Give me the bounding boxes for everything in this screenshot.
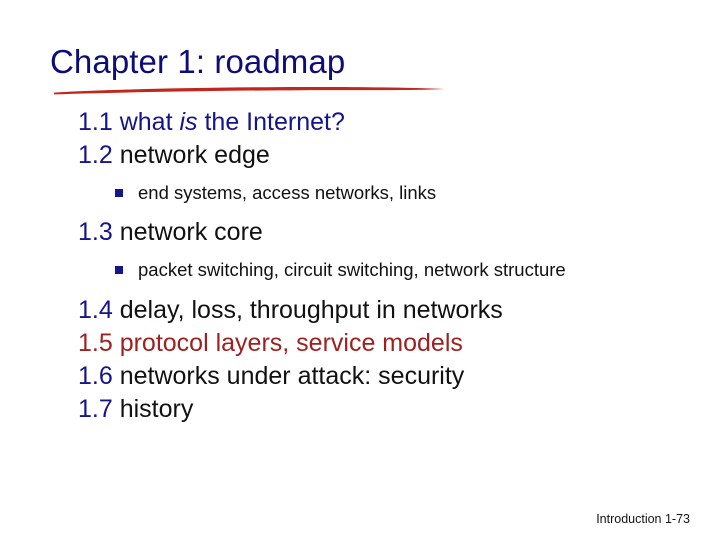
outline-item-1-3[interactable]: 1.3 network core <box>0 216 720 249</box>
outline-item-text: network core <box>119 218 263 246</box>
outline-item-number: 1.6 <box>78 362 120 390</box>
square-bullet-icon <box>115 266 123 274</box>
outline-item-number: 1.3 <box>78 218 120 246</box>
outline-item-text: delay, loss, throughput in networks <box>119 296 503 324</box>
outline-item-text-pre: what <box>119 108 180 136</box>
spacer <box>0 282 720 294</box>
spacer <box>0 249 720 258</box>
list-item[interactable]: packet switching, circuit switching, net… <box>114 258 610 282</box>
subbullet-group-edge: end systems, access networks, links <box>0 181 720 205</box>
title-block: Chapter 1: roadmap <box>50 44 670 100</box>
list-item[interactable]: end systems, access networks, links <box>114 181 610 205</box>
outline-list: 1.1 what is the Internet? 1.2 network ed… <box>0 106 720 426</box>
outline-item-number: 1.2 <box>78 141 120 169</box>
outline-item-1-6[interactable]: 1.6 networks under attack: security <box>0 360 720 393</box>
outline-item-1-5[interactable]: 1.5 protocol layers, service models <box>0 327 720 360</box>
subbullet-text: packet switching, circuit switching, net… <box>138 259 566 280</box>
outline-item-text: network edge <box>119 141 270 169</box>
subbullet-group-core: packet switching, circuit switching, net… <box>0 258 720 282</box>
title-underline-stroke <box>54 86 445 95</box>
outline-item-text: protocol layers, service models <box>119 329 463 357</box>
spacer <box>0 172 720 181</box>
outline-item-number: 1.4 <box>78 296 120 324</box>
outline-item-1-7[interactable]: 1.7 history <box>0 393 720 426</box>
outline-item-1-1[interactable]: 1.1 what is the Internet? <box>0 106 720 139</box>
outline-item-1-4[interactable]: 1.4 delay, loss, throughput in networks <box>0 294 720 327</box>
outline-item-text-italic: is <box>179 108 198 136</box>
square-bullet-icon <box>115 189 123 197</box>
outline-item-number: 1.7 <box>78 395 120 423</box>
outline-item-number: 1.5 <box>78 329 120 357</box>
outline-item-text: networks under attack: security <box>119 362 465 390</box>
outline-item-number: 1.1 <box>78 108 120 136</box>
outline-item-text: history <box>119 395 194 423</box>
spacer <box>0 205 720 216</box>
subbullet-text: end systems, access networks, links <box>138 182 437 203</box>
page-title: Chapter 1: roadmap <box>50 43 346 80</box>
outline-item-1-2[interactable]: 1.2 network edge <box>0 139 720 172</box>
slide-footer: Introduction 1-73 <box>596 512 690 526</box>
outline-item-text-post: the Internet? <box>197 108 345 136</box>
